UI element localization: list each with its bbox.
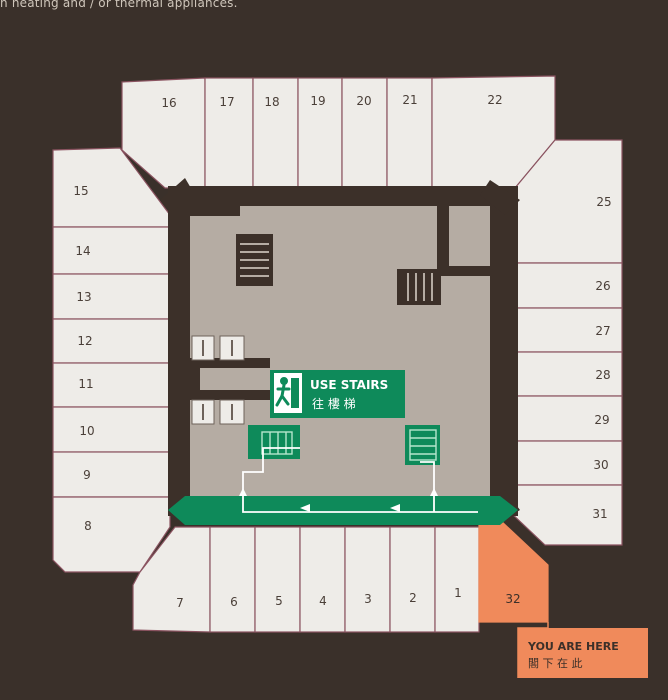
room-number-15: 15 — [73, 184, 88, 198]
room-number-11: 11 — [78, 377, 93, 391]
room-number-4: 4 — [319, 594, 327, 608]
room-19 — [297, 77, 343, 189]
use-stairs-title: USE STAIRS — [310, 378, 388, 392]
inner-wall-upper — [190, 206, 240, 216]
route-arrows — [239, 488, 438, 512]
you-are-here-marker: YOU ARE HERE 閣 下 在 此 — [517, 622, 648, 678]
room-2 — [389, 526, 436, 633]
inner-wall-d — [190, 390, 270, 400]
room-18 — [252, 77, 299, 189]
room-14 — [52, 226, 171, 275]
central-core — [160, 178, 520, 525]
room-number-7: 7 — [176, 596, 184, 610]
room-number-31: 31 — [592, 507, 607, 521]
room-numbers: 1 2 3 4 5 6 7 8 9 10 11 12 13 14 15 16 1… — [73, 93, 611, 610]
room-27 — [507, 307, 623, 353]
room-5 — [254, 526, 301, 633]
room-number-14: 14 — [75, 244, 90, 258]
room-4 — [299, 526, 346, 633]
room-number-17: 17 — [219, 95, 234, 109]
stair-steps-upper-right — [407, 273, 433, 301]
room-number-9: 9 — [83, 468, 91, 482]
room-number-22: 22 — [487, 93, 502, 107]
room-6 — [209, 526, 256, 633]
room-number-18: 18 — [264, 95, 279, 109]
inner-wall-a — [437, 206, 449, 272]
room-number-30: 30 — [593, 458, 608, 472]
room-number-3: 3 — [364, 592, 372, 606]
inner-wall-b — [437, 266, 490, 276]
room-number-6: 6 — [230, 595, 238, 609]
safety-note: n heating and / or thermal appliances. — [0, 0, 238, 10]
exit-stairs-steps — [261, 429, 437, 461]
room-number-10: 10 — [79, 424, 94, 438]
you-are-here-subtitle: 閣 下 在 此 — [528, 657, 583, 670]
room-12 — [52, 318, 171, 364]
room-number-13: 13 — [76, 290, 91, 304]
room-11 — [52, 362, 171, 408]
room-number-20: 20 — [356, 94, 371, 108]
room-number-19: 19 — [310, 94, 325, 108]
room-number-12: 12 — [77, 334, 92, 348]
room-number-28: 28 — [595, 368, 610, 382]
room-10 — [52, 406, 171, 453]
room-number-25: 25 — [596, 195, 611, 209]
room-number-27: 27 — [595, 324, 610, 338]
lift-door-marks — [202, 340, 233, 420]
corner-tr — [480, 180, 520, 215]
room-number-21: 21 — [402, 93, 417, 107]
room-number-2: 2 — [409, 591, 417, 605]
you-are-here-box — [518, 628, 648, 678]
rooms-layer — [52, 75, 623, 633]
inner-wall-e — [190, 360, 200, 400]
room-number-26: 26 — [595, 279, 610, 293]
inner-wall-c — [190, 358, 270, 368]
room-9 — [52, 451, 171, 498]
exit-stairs-right — [405, 425, 440, 465]
exit-corridor — [168, 496, 518, 525]
room-number-5: 5 — [275, 594, 283, 608]
room-number-32: 32 — [505, 592, 520, 606]
exit-door-icon — [291, 378, 299, 408]
use-stairs-sign: USE STAIRS 往 樓 梯 — [270, 370, 405, 418]
stairs-upper-right — [397, 269, 441, 305]
room-13 — [52, 273, 171, 320]
room-number-16: 16 — [161, 96, 176, 110]
room-number-29: 29 — [594, 413, 609, 427]
room-number-1: 1 — [454, 586, 462, 600]
room-17 — [204, 77, 254, 189]
running-man-icon — [275, 377, 291, 407]
use-stairs-subtitle: 往 樓 梯 — [312, 396, 356, 411]
corner-tl — [160, 178, 195, 212]
room-number-8: 8 — [84, 519, 92, 533]
use-stairs-sign-panel — [270, 370, 405, 418]
room-3 — [344, 526, 391, 633]
stair-steps-upper-left — [240, 243, 269, 277]
you-are-here-title: YOU ARE HERE — [527, 640, 619, 653]
room-1 — [434, 526, 480, 633]
